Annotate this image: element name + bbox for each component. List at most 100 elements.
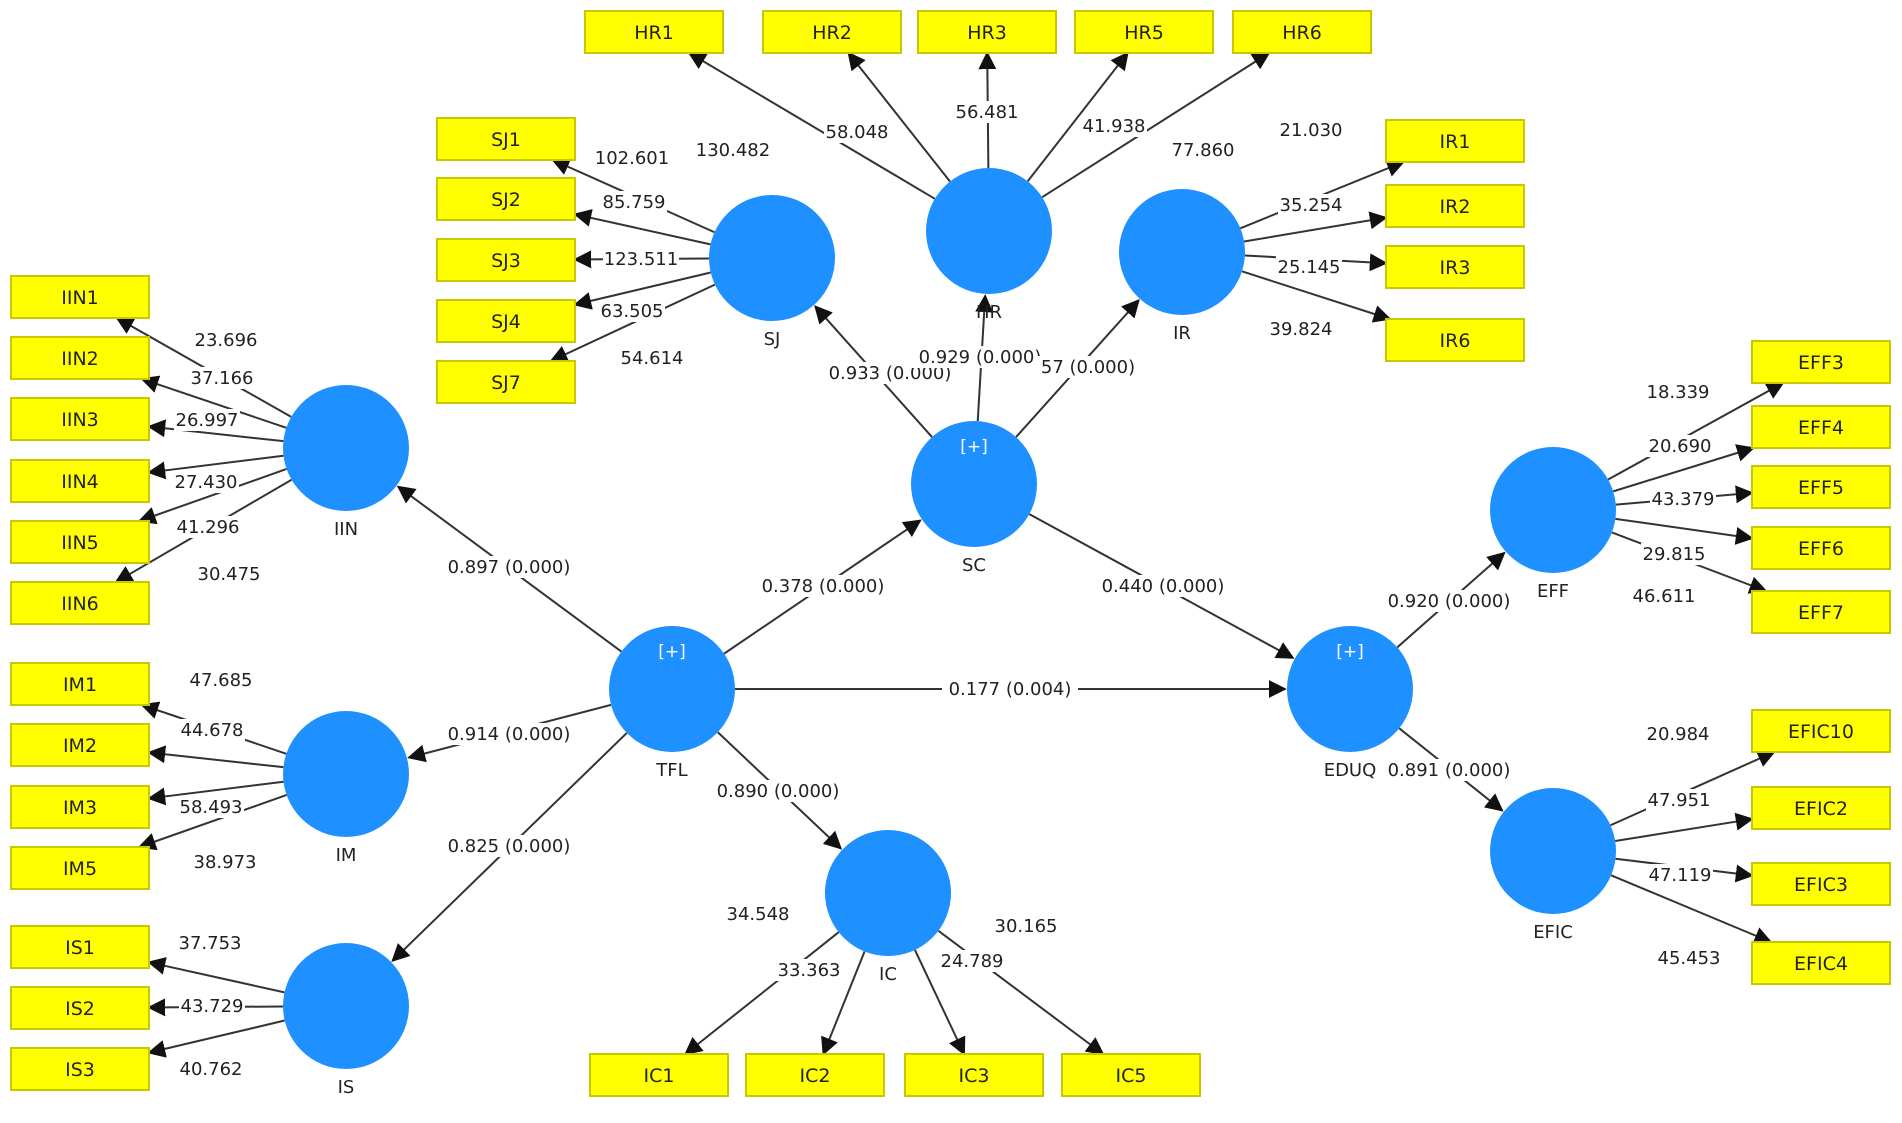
svg-text:30.165: 30.165 (995, 916, 1058, 937)
construct-hr[interactable]: HR (926, 168, 1052, 323)
loading-arrow-sj2 (573, 209, 711, 246)
construct-is[interactable]: IS (283, 943, 409, 1098)
indicator-eff5[interactable]: EFF5 (1751, 465, 1891, 509)
indicator-iin5[interactable]: IIN5 (10, 520, 150, 564)
construct-eduq[interactable]: [+] EDUQ (1287, 626, 1413, 781)
construct-label: HR (976, 302, 1002, 323)
indicator-label: IIN1 (61, 287, 99, 309)
indicator-ir6[interactable]: IR6 (1385, 318, 1525, 362)
loading-value-is2: 43.729 (179, 995, 245, 1017)
indicator-label: IM3 (63, 797, 97, 819)
indicator-hr2[interactable]: HR2 (762, 10, 902, 54)
indicator-eff6[interactable]: EFF6 (1751, 526, 1891, 570)
svg-text:26.997: 26.997 (176, 410, 239, 431)
indicator-label: SJ1 (491, 129, 521, 151)
indicator-ic1[interactable]: IC1 (589, 1053, 729, 1097)
indicator-is3[interactable]: IS3 (10, 1047, 150, 1091)
indicator-is1[interactable]: IS1 (10, 925, 150, 969)
loading-value-efic2: 47.951 (1646, 789, 1712, 811)
indicator-iin1[interactable]: IIN1 (10, 275, 150, 319)
indicator-sj1[interactable]: SJ1 (436, 117, 576, 161)
construct-efic[interactable]: EFIC (1490, 788, 1616, 943)
expand-marker[interactable]: [+] (1336, 642, 1364, 662)
loading-value-efic10: 20.984 (1645, 723, 1711, 745)
construct-ir[interactable]: IR (1119, 189, 1245, 344)
loading-arrow-eff4 (1612, 444, 1755, 493)
construct-iin[interactable]: IIN (283, 385, 409, 540)
indicator-iin3[interactable]: IIN3 (10, 397, 150, 441)
indicator-im1[interactable]: IM1 (10, 662, 150, 706)
indicator-label: SJ4 (491, 311, 521, 333)
construct-circle (1287, 626, 1413, 752)
construct-label: EDUQ (1324, 760, 1377, 781)
indicator-hr3[interactable]: HR3 (917, 10, 1057, 54)
indicator-hr6[interactable]: HR6 (1232, 10, 1372, 54)
indicator-im3[interactable]: IM3 (10, 785, 150, 829)
path-coefficient-tfl-iin: 0.897 (0.000) (441, 556, 577, 578)
indicator-eff3[interactable]: EFF3 (1751, 340, 1891, 384)
svg-text:47.119: 47.119 (1649, 865, 1712, 886)
construct-tfl[interactable]: [+]TFL (609, 626, 735, 781)
indicator-ic3[interactable]: IC3 (904, 1053, 1044, 1097)
loading-value-ir2: 35.254 (1278, 194, 1344, 216)
loading-arrow-ic5 (937, 929, 1105, 1056)
indicator-iin6[interactable]: IIN6 (10, 581, 150, 625)
indicator-efic2[interactable]: EFIC2 (1751, 786, 1891, 830)
indicator-label: HR1 (634, 22, 674, 44)
indicator-ic5[interactable]: IC5 (1061, 1053, 1201, 1097)
loading-value-ir6: 39.824 (1268, 318, 1334, 340)
indicator-sj2[interactable]: SJ2 (436, 177, 576, 221)
construct-sj[interactable]: SJ (709, 195, 835, 350)
expand-marker[interactable]: [+] (658, 642, 686, 662)
indicator-im5[interactable]: IM5 (10, 846, 150, 890)
construct-sc[interactable]: [+]SC (911, 421, 1037, 576)
indicator-ir1[interactable]: IR1 (1385, 119, 1525, 163)
indicator-box (1751, 405, 1891, 449)
indicator-ir3[interactable]: IR3 (1385, 245, 1525, 289)
construct-eff[interactable]: EFF (1490, 447, 1616, 602)
indicator-is2[interactable]: IS2 (10, 986, 150, 1030)
indicator-efic3[interactable]: EFIC3 (1751, 862, 1891, 906)
loading-arrow-im3 (147, 780, 284, 806)
svg-text:39.824: 39.824 (1270, 319, 1333, 340)
indicator-box (1074, 10, 1214, 54)
indicator-box (436, 360, 576, 404)
indicator-label: EFF5 (1798, 477, 1844, 499)
expand-marker[interactable]: [+] (960, 437, 988, 457)
indicator-efic10[interactable]: EFIC10 (1751, 709, 1891, 753)
svg-text:47.951: 47.951 (1648, 790, 1711, 811)
indicator-ir2[interactable]: IR2 (1385, 184, 1525, 228)
loading-arrow-ir6 (1241, 270, 1392, 323)
svg-text:77.860: 77.860 (1172, 140, 1235, 161)
loading-value-im5: 38.973 (192, 851, 258, 873)
svg-text:57 (0.000): 57 (0.000) (1041, 357, 1135, 378)
loading-value-ic2: 33.363 (776, 959, 842, 981)
indicator-ic2[interactable]: IC2 (745, 1053, 885, 1097)
indicator-efic4[interactable]: EFIC4 (1751, 941, 1891, 985)
loading-value-hr1: 130.482 (695, 139, 771, 161)
indicator-label: HR3 (967, 22, 1007, 44)
indicator-box (10, 986, 150, 1030)
construct-circle (283, 943, 409, 1069)
indicator-eff7[interactable]: EFF7 (1751, 590, 1891, 634)
loading-value-sj1: 102.601 (594, 147, 670, 169)
indicator-box (10, 275, 150, 319)
indicator-label: EFF4 (1798, 417, 1844, 439)
svg-text:41.296: 41.296 (177, 517, 240, 538)
indicator-im2[interactable]: IM2 (10, 723, 150, 767)
construct-ic[interactable]: IC (825, 830, 951, 985)
loading-arrow-is3 (147, 1019, 285, 1058)
indicator-iin4[interactable]: IIN4 (10, 459, 150, 503)
loading-value-hr6: 77.860 (1170, 139, 1236, 161)
construct-im[interactable]: IM (283, 711, 409, 866)
indicator-eff4[interactable]: EFF4 (1751, 405, 1891, 449)
indicator-hr1[interactable]: HR1 (584, 10, 724, 54)
indicator-sj4[interactable]: SJ4 (436, 299, 576, 343)
indicator-sj7[interactable]: SJ7 (436, 360, 576, 404)
indicator-box (436, 238, 576, 282)
svg-text:58.493: 58.493 (180, 797, 243, 818)
loading-value-eff6: 29.815 (1641, 543, 1707, 565)
indicator-iin2[interactable]: IIN2 (10, 336, 150, 380)
indicator-hr5[interactable]: HR5 (1074, 10, 1214, 54)
indicator-sj3[interactable]: SJ3 (436, 238, 576, 282)
